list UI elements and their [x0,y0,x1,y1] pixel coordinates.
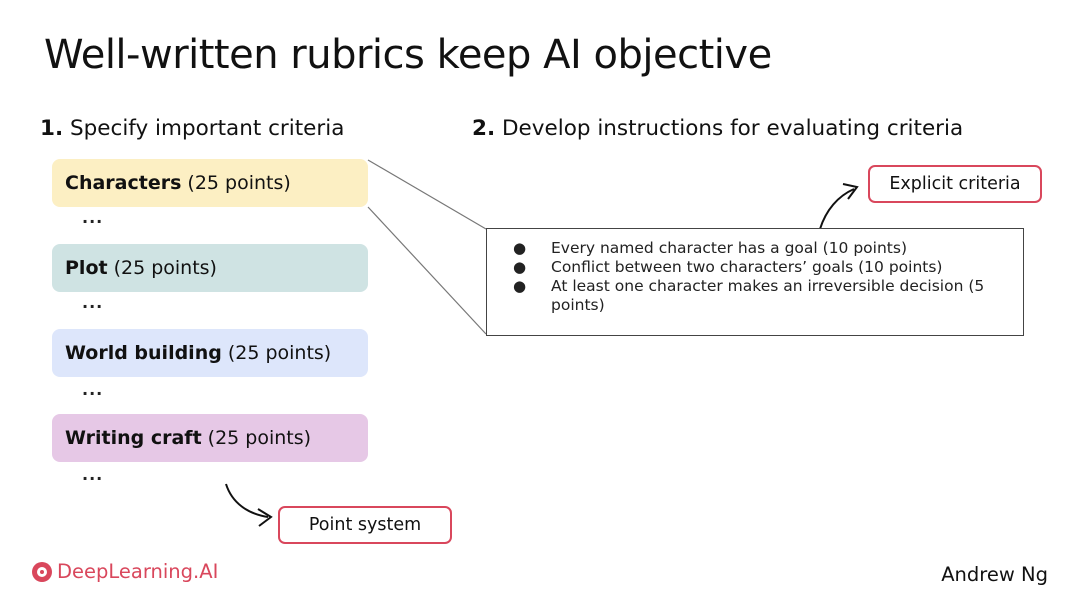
list-item: ● Every named character has a goal (10 po… [513,239,1021,258]
criterion-ellipsis: ... [82,208,104,227]
deeplearning-logo-icon [32,561,52,582]
character-criteria-box: ● Every named character has a goal (10 po… [486,228,1024,336]
list-item: ● Conflict between two characters’ goals … [513,258,1021,277]
bullet-icon: ● [513,239,527,257]
criterion-name: Characters [65,172,182,194]
explicit-criteria-callout: Explicit criteria [868,165,1042,203]
section2-text: Develop instructions for evaluating crit… [501,116,964,141]
criterion-writing-craft: Writing craft (25 points) [52,414,368,462]
points-arrow-icon [225,483,269,518]
explicit-arrowhead-icon [842,183,859,200]
criterion-name: Plot [65,257,108,279]
criterion-name: World building [65,342,222,364]
criterion-points: (25 points) [187,172,291,194]
point-system-callout: Point system [278,506,452,544]
zoom-connector-bottom [367,206,487,335]
section1-number: 1. [40,116,64,141]
criterion-ellipsis: ... [82,293,104,312]
criterion-points: (25 points) [113,257,217,279]
explicit-arrow-icon [819,188,855,230]
criterion-points: (25 points) [227,342,332,364]
section1-text: Specify important criteria [69,116,345,141]
section1-heading: 1. Specify important criteria [40,116,344,141]
criterion-characters: Characters (25 points) [52,159,368,207]
brand-logo: DeepLearning.AI [32,560,218,583]
points-arrowhead-icon [257,508,273,527]
section2-number: 2. [472,116,496,141]
criteria-detail-text: At least one character makes an irrevers… [551,277,985,314]
brand-name: DeepLearning.AI [57,560,219,583]
section2-heading: 2. Develop instructions for evaluating c… [472,116,963,141]
criterion-world-building: World building (25 points) [52,329,368,377]
bullet-icon: ● [513,277,527,295]
criterion-name: Writing craft [65,427,202,449]
criteria-detail-text: Conflict between two characters’ goals (… [551,258,943,276]
criteria-detail-text: Every named character has a goal (10 poi… [551,239,908,257]
criterion-points: (25 points) [207,427,312,449]
character-criteria-list: ● Every named character has a goal (10 po… [513,239,1021,315]
list-item: ● At least one character makes an irrever… [513,277,1021,315]
criterion-ellipsis: ... [82,380,104,399]
author-name: Andrew Ng [941,563,1048,586]
slide-title: Well-written rubrics keep AI objective [44,32,772,78]
criterion-ellipsis: ... [82,465,104,484]
criterion-plot: Plot (25 points) [52,244,368,292]
bullet-icon: ● [513,258,527,276]
zoom-connector-top [367,159,487,230]
